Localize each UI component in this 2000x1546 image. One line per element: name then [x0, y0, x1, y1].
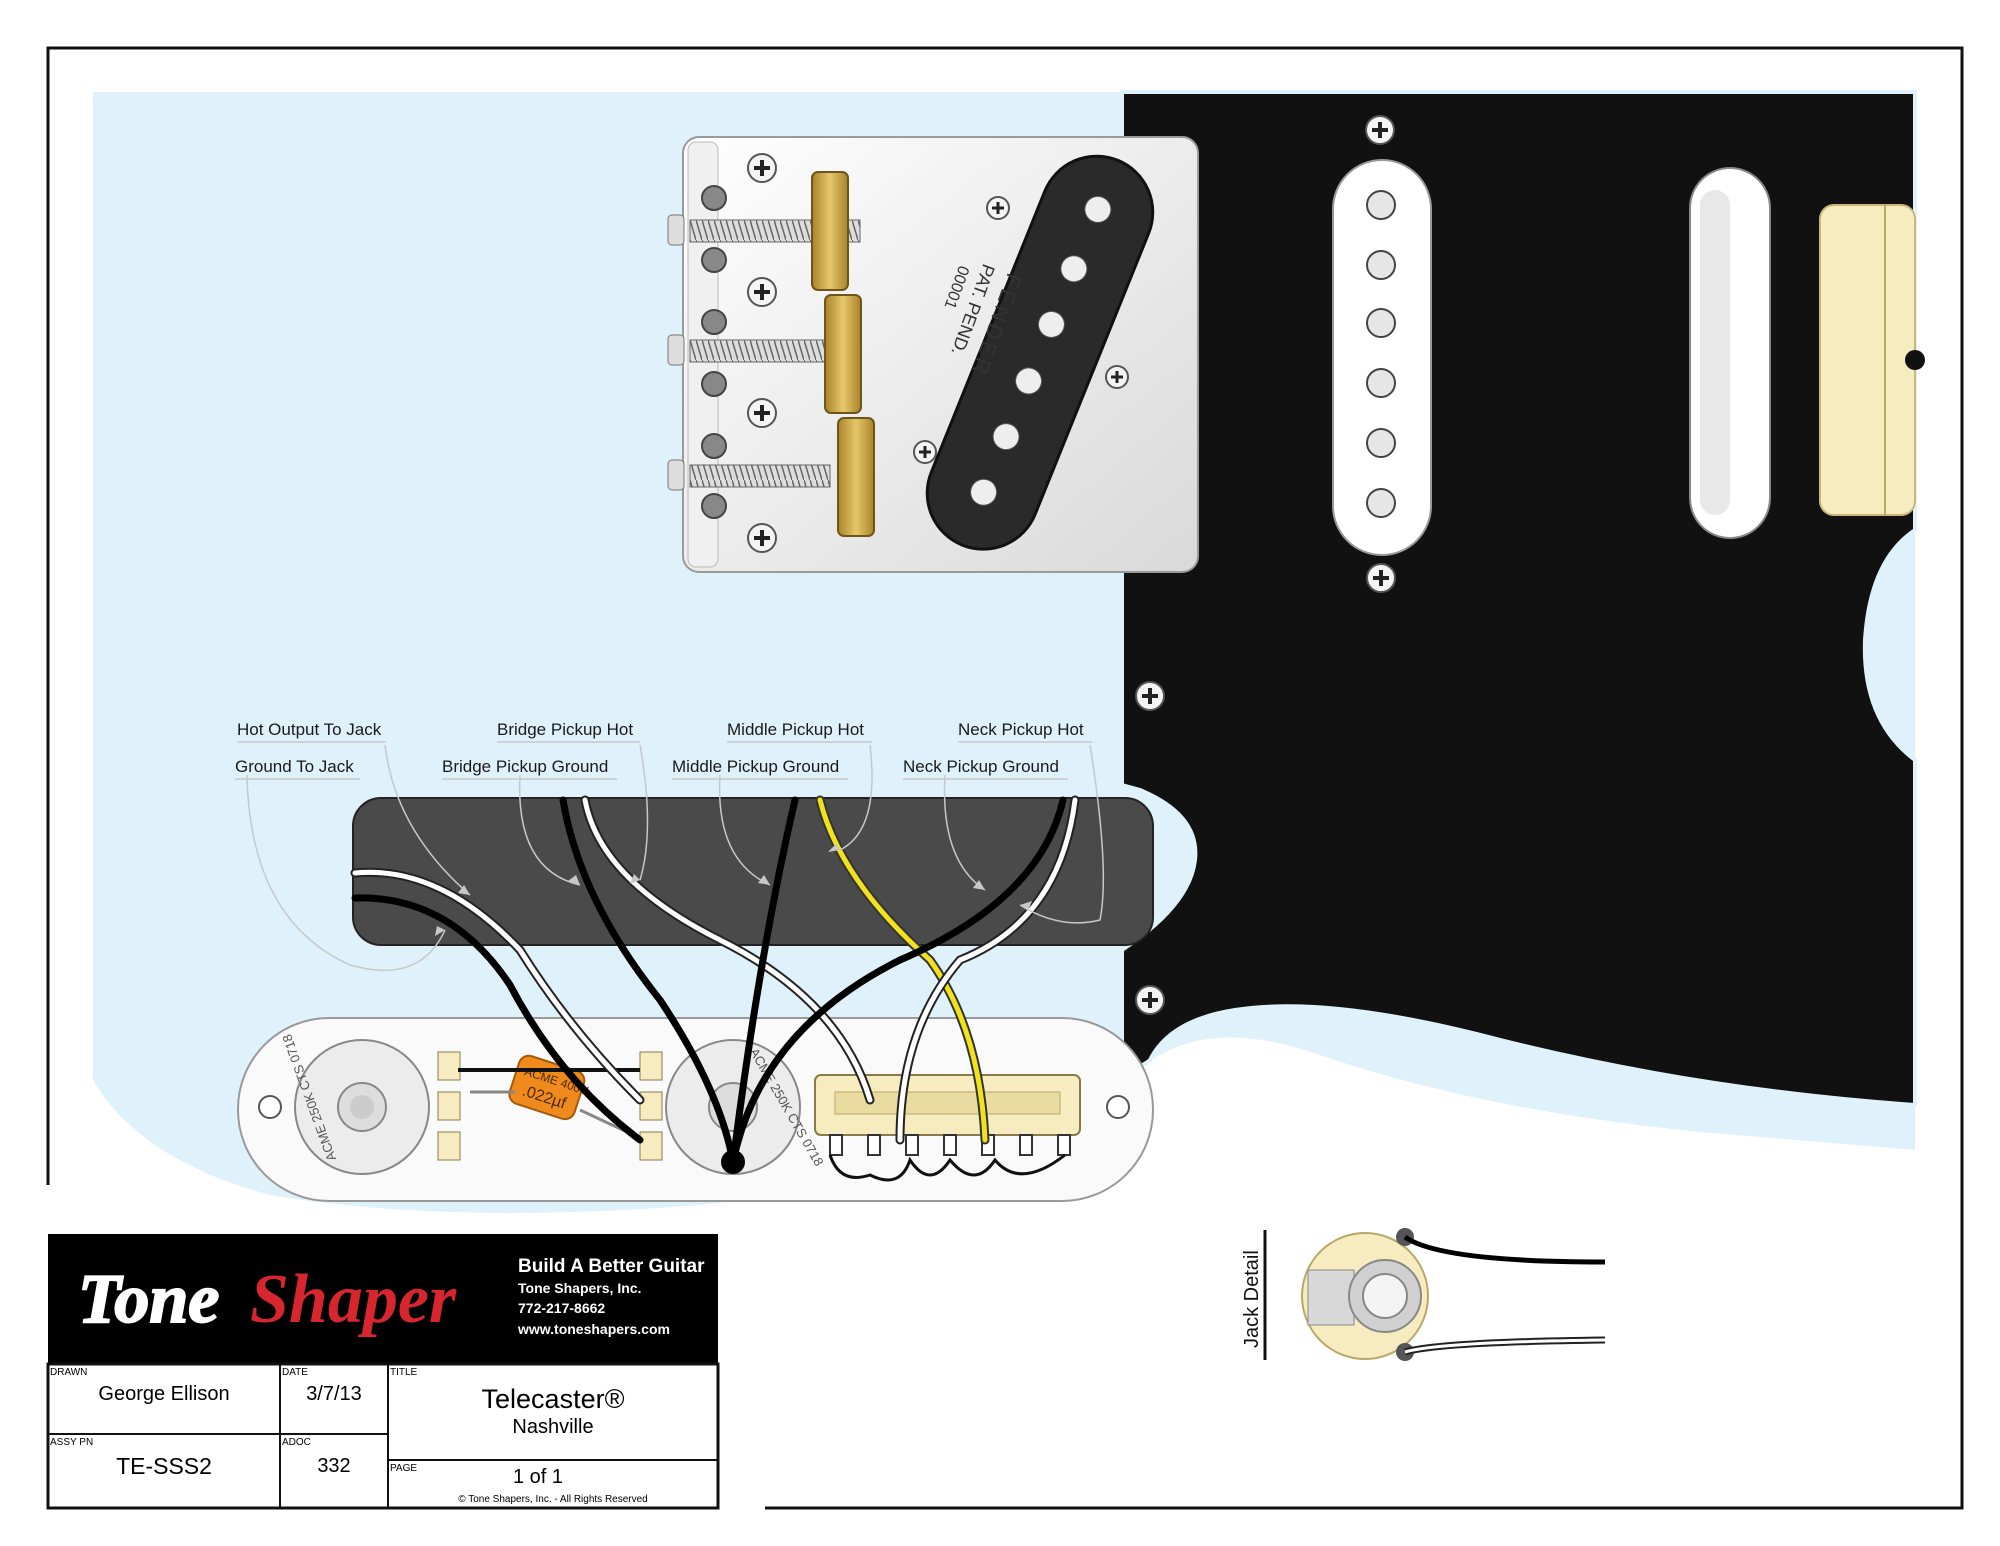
jack-detail-label: Jack Detail — [1241, 1250, 1263, 1348]
label-middle-pickup-ground: Middle Pickup Ground — [672, 757, 839, 776]
brass-saddle — [811, 171, 849, 291]
brand-tagline: Build A Better Guitar — [518, 1256, 705, 1277]
assy-label: ASSY PN — [50, 1437, 93, 1448]
label-neck-pickup-hot: Neck Pickup Hot — [958, 720, 1084, 739]
label-bridge-pickup-hot: Bridge Pickup Hot — [497, 720, 633, 739]
label-hot-output-to-jack: Hot Output To Jack — [237, 720, 382, 739]
pickguard-screw-icon — [1364, 114, 1396, 146]
brand-phone: 772-217-8662 — [518, 1300, 605, 1316]
wires — [350, 795, 1080, 1166]
copyright: © Tone Shapers, Inc. - All Rights Reserv… — [458, 1494, 648, 1505]
toneshaper-logo: Tone Shaper — [77, 1260, 457, 1339]
date-value: 3/7/13 — [306, 1383, 362, 1405]
brand-company: Tone Shapers, Inc. — [518, 1280, 641, 1296]
page-value: 1 of 1 — [513, 1466, 563, 1488]
date-label: DATE — [282, 1367, 308, 1378]
volume-pot: ACME 250K CTS 0718 — [279, 1032, 461, 1175]
drawn-label: DRAWN — [50, 1367, 87, 1378]
control-cavity — [352, 797, 1154, 946]
neck-pickup — [1689, 167, 1771, 539]
adoc-value: 332 — [317, 1455, 350, 1477]
bridge-assembly: FENDER PAT. PEND. 00001 — [667, 136, 1199, 573]
label-ground-to-jack: Ground To Jack — [235, 757, 354, 776]
drawn-value: George Ellison — [98, 1383, 229, 1405]
pickguard — [1120, 90, 1917, 1108]
svg-text:Tone: Tone — [78, 1261, 219, 1338]
title-block: Tone Shaper Build A Better Guitar Tone S… — [46, 1234, 720, 1510]
neck-heel — [1819, 204, 1925, 516]
label-bridge-pickup-ground: Bridge Pickup Ground — [442, 757, 608, 776]
pickup-screw-icon — [1365, 562, 1397, 594]
bridge-pickup — [925, 154, 1155, 551]
brand-header — [48, 1234, 718, 1364]
label-neck-pickup-ground: Neck Pickup Ground — [903, 757, 1059, 776]
pickguard-screw-icon — [1134, 680, 1166, 712]
leader-arrowheads — [435, 844, 1032, 936]
border-frame — [46, 46, 1964, 1510]
jack-detail: Jack Detail — [1241, 1228, 1606, 1361]
assy-value: TE-SSS2 — [116, 1453, 212, 1479]
subtitle-value: Nashville — [512, 1416, 593, 1438]
pickup-selector-switch — [814, 1074, 1081, 1182]
svg-text:Shaper: Shaper — [250, 1261, 457, 1338]
pickguard-screw-icon — [1134, 984, 1166, 1016]
label-middle-pickup-hot: Middle Pickup Hot — [727, 720, 864, 739]
title-value: Telecaster® — [482, 1384, 625, 1414]
adoc-label: ADOC — [282, 1437, 311, 1448]
label-leaders — [246, 744, 1105, 972]
brand-website: www.toneshapers.com — [517, 1321, 670, 1337]
title-label: TITLE — [390, 1367, 418, 1378]
page-label: PAGE — [390, 1463, 417, 1474]
brass-saddle — [824, 294, 862, 414]
wire-labels: Hot Output To Jack Ground To Jack Bridge… — [235, 720, 1092, 780]
brass-saddle — [837, 417, 875, 537]
middle-pickup — [1332, 159, 1432, 556]
